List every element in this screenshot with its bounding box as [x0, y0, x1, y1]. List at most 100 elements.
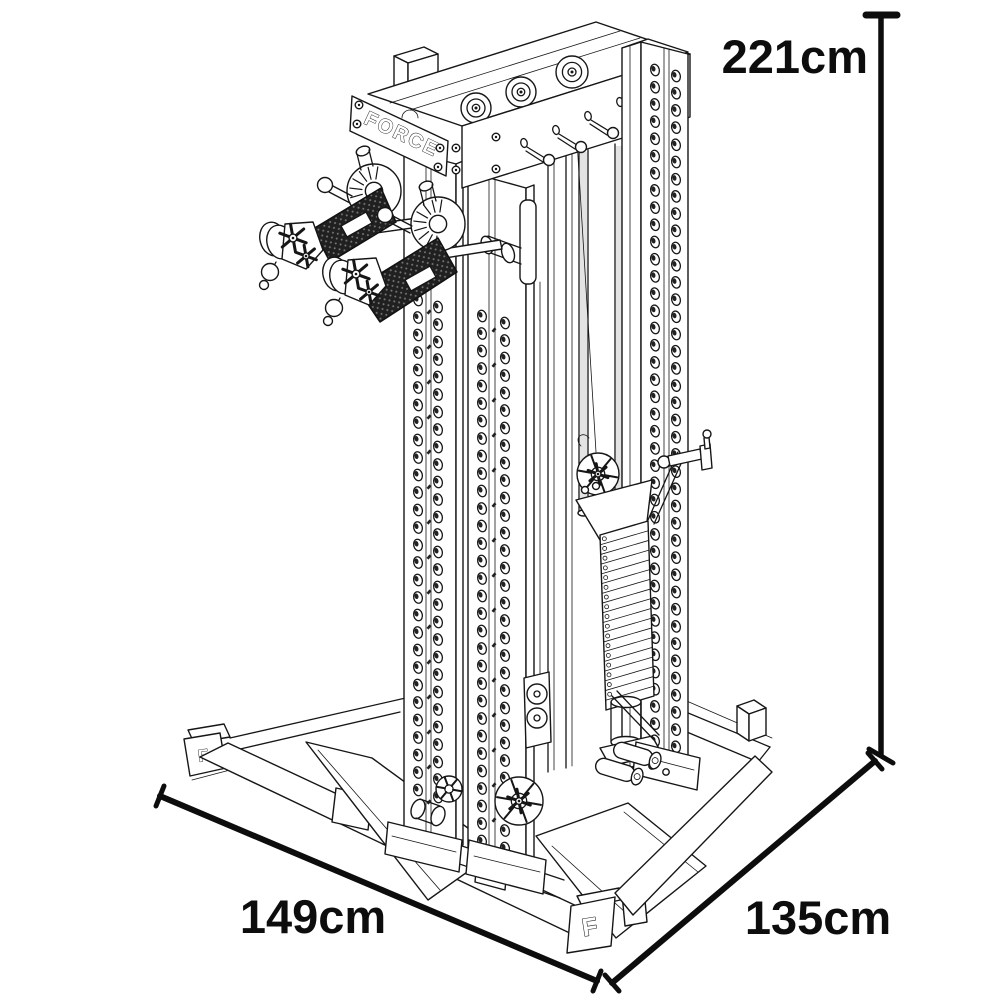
- weight-plate-line: [604, 676, 654, 691]
- hole-shadow: [414, 313, 419, 319]
- upright-hole: [670, 534, 682, 547]
- weight-pin-hole: [602, 565, 608, 571]
- hole-shadow: [414, 558, 419, 564]
- hole-shadow: [478, 819, 483, 825]
- upright-hole: [476, 607, 488, 620]
- knob-spoke: [278, 231, 292, 239]
- hole-shadow: [434, 337, 439, 344]
- hole-shadow: [672, 742, 677, 749]
- weight-pin-hole: [606, 672, 612, 678]
- rubber-roller: [410, 798, 446, 827]
- hole-shadow: [651, 427, 656, 433]
- hole-shadow: [672, 226, 677, 233]
- height-dimension-label: 221cm: [722, 30, 868, 83]
- numbering-mark: [426, 764, 432, 770]
- hole-shadow: [651, 323, 656, 330]
- upright-hole: [432, 580, 444, 594]
- upright-hole: [649, 424, 661, 438]
- pulley-spoke: [503, 805, 516, 820]
- hole-shadow: [478, 469, 483, 475]
- hole-shadow: [672, 553, 677, 560]
- low-pulley-small: [435, 775, 463, 803]
- upright-hole: [432, 423, 444, 436]
- hole-shadow: [672, 433, 677, 439]
- numbering-mark: [426, 484, 432, 490]
- upright-hole: [499, 421, 511, 435]
- hole-shadow: [434, 355, 439, 361]
- upright-hole: [432, 598, 444, 611]
- numbering-mark: [491, 677, 497, 683]
- upright-hole: [476, 484, 488, 498]
- upright-hole: [670, 172, 682, 186]
- hole-shadow: [414, 628, 419, 634]
- upright-foot-bracket: [384, 821, 463, 873]
- upright-hole: [649, 390, 661, 404]
- hole-shadow: [478, 714, 483, 720]
- upright-hole: [649, 528, 661, 541]
- upright-hole: [649, 63, 661, 77]
- hole-shadow: [501, 598, 506, 605]
- upright-hole: [432, 720, 444, 734]
- upright-hole: [499, 334, 511, 347]
- hole-shadow: [651, 495, 656, 502]
- upright-hole: [499, 404, 511, 417]
- hole-shadow: [501, 423, 506, 430]
- weight-plate-lines: [599, 530, 655, 701]
- upright-hole: [670, 224, 682, 238]
- upright-hole: [432, 388, 444, 401]
- upright-hole: [670, 379, 682, 392]
- width-left-tick: [153, 783, 167, 809]
- pulley-spoke: [496, 796, 513, 801]
- upright-hole: [412, 696, 424, 709]
- upright-hole: [670, 430, 682, 444]
- upright-hole: [649, 149, 661, 163]
- upright-hole: [476, 764, 488, 778]
- depth-left-tick: [602, 972, 622, 994]
- hole-shadow: [501, 651, 506, 657]
- upright-hole: [649, 717, 661, 730]
- upright-hole: [476, 589, 488, 603]
- pivot-tick: [414, 226, 427, 232]
- weight-pin-hole: [603, 584, 609, 590]
- upright-hole: [499, 614, 511, 627]
- weight-plate-line: [603, 627, 653, 643]
- hole-shadow: [651, 358, 656, 364]
- hole-shadow: [501, 406, 506, 412]
- upright-hole: [412, 713, 424, 727]
- knob-spoke: [354, 275, 360, 290]
- hole-shadow: [651, 237, 656, 244]
- upright-hole: [649, 356, 661, 369]
- hole-shadow: [478, 679, 483, 685]
- peg-pin: [525, 150, 544, 163]
- hole-shadow: [651, 392, 656, 399]
- hole-shadow: [651, 203, 656, 210]
- upright-hole: [432, 475, 444, 489]
- upright-hole: [649, 700, 661, 713]
- hole-shadow: [651, 186, 656, 192]
- upright-hole: [476, 309, 488, 323]
- weight-plate-line: [603, 637, 653, 653]
- bolt-dot: [355, 122, 359, 126]
- hole-shadow: [672, 691, 677, 697]
- upright-hole: [499, 369, 511, 382]
- upright-hole: [412, 363, 424, 377]
- upright-hole: [649, 184, 661, 197]
- hole-shadow: [672, 347, 677, 353]
- hole-shadow: [478, 574, 483, 580]
- knob-spoke: [293, 227, 306, 238]
- upright-hole: [432, 755, 444, 769]
- peg-pin: [590, 119, 610, 132]
- front-foot-cap-monogram: F: [580, 912, 601, 942]
- upright-hole: [432, 493, 444, 506]
- hole-shadow: [651, 547, 656, 554]
- hole-shadow: [434, 617, 439, 624]
- hole-shadow: [434, 705, 439, 711]
- top-pulley-groove: [561, 61, 583, 83]
- upright-hole: [432, 335, 444, 349]
- cable-arm-upper: [258, 145, 449, 291]
- knob-spoke: [291, 239, 297, 254]
- upright-hole: [476, 694, 488, 708]
- hole-shadow: [414, 645, 419, 652]
- hole-shadow: [672, 106, 677, 112]
- upright-hole-rows: [412, 293, 444, 821]
